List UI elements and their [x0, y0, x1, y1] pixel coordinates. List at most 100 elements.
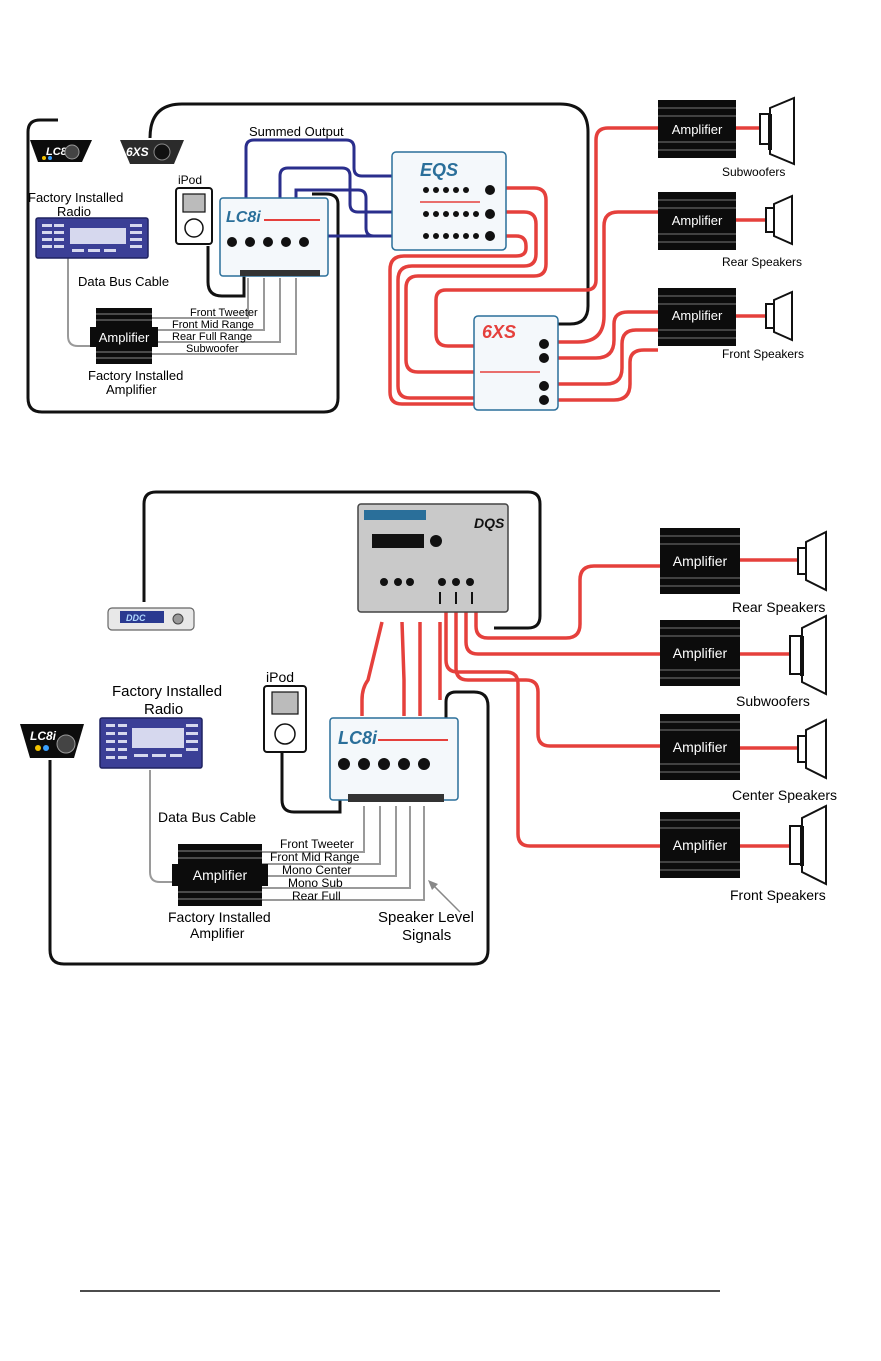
- sub-amp-top: Amplifier: [658, 100, 736, 158]
- lc8-remote-wire-bottom: [48, 690, 490, 966]
- knob-icon[interactable]: [245, 237, 255, 247]
- sub-amp-bottom: Amplifier: [660, 620, 740, 686]
- speaker-level-pointer: [431, 883, 461, 913]
- signal-label: Front Mid Range: [270, 850, 360, 864]
- amp-label: Amplifier: [673, 739, 728, 755]
- lc8-remote-wire: [26, 118, 340, 414]
- knob-icon[interactable]: [406, 578, 414, 586]
- subwoofer-speaker-top: [759, 96, 795, 166]
- 6xs-device: 6XS: [473, 315, 559, 411]
- led-icon: [48, 156, 52, 160]
- radio-label-line1-bottom: Factory Installed: [112, 683, 222, 700]
- factory-amp-label-line1-top: Factory Installed: [88, 368, 183, 383]
- ipod-wire-top: [206, 246, 246, 298]
- radio-label-line1-top: Factory Installed: [28, 190, 123, 205]
- ipod-wire-bottom: [280, 752, 342, 814]
- factory-amp-label-line2-bottom: Amplifier: [190, 925, 245, 941]
- ipod-top: [175, 187, 213, 245]
- lc8i-device-top: LC8i: [219, 197, 329, 277]
- knob-icon[interactable]: [56, 734, 76, 754]
- knob-icon[interactable]: [172, 613, 184, 625]
- front-amp-top: Amplifier: [658, 288, 736, 346]
- radio-label-line2-top: Radio: [57, 204, 91, 219]
- amp-label: Amplifier: [672, 213, 723, 228]
- lc8-remote-bottom[interactable]: LC8i: [20, 724, 84, 758]
- data-bus-label-top: Data Bus Cable: [78, 274, 169, 289]
- 6xs-remote-label: 6XS: [126, 145, 149, 159]
- front-speaker-bottom: [789, 804, 827, 886]
- factory-amp-top: Amplifier: [90, 308, 158, 364]
- knob-icon[interactable]: [430, 535, 442, 547]
- knob-icon[interactable]: [64, 144, 80, 160]
- knob-icon[interactable]: [153, 143, 171, 161]
- 6xs-remote-wire: [148, 102, 590, 326]
- factory-radio-top: [35, 217, 149, 259]
- knob-icon[interactable]: [338, 758, 350, 770]
- rear-speaker-bottom: [797, 530, 827, 592]
- signal-wires-bottom: [149, 770, 425, 901]
- knob-icon[interactable]: [418, 758, 430, 770]
- arrow-icon: [428, 880, 438, 890]
- knob-icon[interactable]: [452, 578, 460, 586]
- knob-icon[interactable]: [539, 339, 549, 349]
- knob-icon[interactable]: [539, 381, 549, 391]
- signal-label: Front Tweeter: [280, 837, 354, 851]
- factory-amp-bottom: Amplifier: [172, 844, 268, 906]
- knob-icon[interactable]: [299, 237, 309, 247]
- knob-icon[interactable]: [227, 237, 237, 247]
- lc8i-device-bottom: LC8i: [329, 717, 459, 802]
- speaker-level-label-line2: Signals: [402, 927, 451, 944]
- ddc-remote-wire: [142, 490, 542, 630]
- ipod-label-bottom: iPod: [266, 669, 294, 685]
- rear-amp-top: Amplifier: [658, 192, 736, 250]
- 6xs-logo: 6XS: [482, 322, 516, 342]
- speaker-label: Subwoofers: [722, 165, 785, 179]
- dqs-logo: DQS: [474, 515, 505, 531]
- dqs-device: DQS: [357, 503, 509, 613]
- lc8-remote-label: LC8i: [46, 146, 71, 158]
- lc8-remote-top[interactable]: LC8i: [30, 140, 92, 162]
- speaker-label: Front Speakers: [730, 887, 826, 903]
- click-wheel-icon: [274, 723, 296, 745]
- lc8i-logo: LC8i: [338, 728, 378, 748]
- signal-label: Mono Center: [282, 863, 351, 877]
- ddc-remote[interactable]: DDC: [107, 607, 195, 631]
- amp-label: Amplifier: [99, 330, 150, 345]
- front-amp-bottom: Amplifier: [660, 812, 740, 878]
- center-speaker-bottom: [797, 718, 827, 780]
- signal-label: Front Mid Range: [172, 319, 254, 331]
- ipod-bottom: [263, 685, 307, 753]
- knob-icon[interactable]: [263, 237, 273, 247]
- knob-icon[interactable]: [380, 578, 388, 586]
- amp-label: Amplifier: [672, 122, 723, 137]
- lc8i-logo: LC8i: [226, 209, 261, 226]
- speaker-level-label-line1: Speaker Level: [378, 909, 474, 926]
- ipod-label-top: iPod: [178, 173, 202, 187]
- knob-icon[interactable]: [378, 758, 390, 770]
- led-icon: [35, 745, 41, 751]
- signal-wires-top: [67, 234, 297, 355]
- knob-icon[interactable]: [539, 395, 549, 405]
- knob-icon[interactable]: [358, 758, 370, 770]
- led-icon: [43, 745, 49, 751]
- factory-amp-label-line1-bottom: Factory Installed: [168, 909, 271, 925]
- 6xs-remote-top[interactable]: 6XS: [120, 140, 184, 164]
- knob-icon[interactable]: [539, 353, 549, 363]
- knob-icon[interactable]: [398, 758, 410, 770]
- knob-icon[interactable]: [466, 578, 474, 586]
- knob-icon[interactable]: [394, 578, 402, 586]
- rear-amp-bottom: Amplifier: [660, 528, 740, 594]
- factory-amp-label-line2-top: Amplifier: [106, 382, 157, 397]
- knob-icon[interactable]: [438, 578, 446, 586]
- knob-icon[interactable]: [281, 237, 291, 247]
- dqs-display: [372, 534, 424, 548]
- amp-label: Amplifier: [673, 553, 728, 569]
- radio-label-line2-bottom: Radio: [144, 701, 183, 718]
- amp-label: Amplifier: [672, 308, 723, 323]
- signal-label: Subwoofer: [186, 343, 239, 355]
- click-wheel-icon: [184, 218, 204, 238]
- rear-speaker-top: [765, 194, 793, 246]
- red-wires-top: [388, 126, 766, 406]
- signal-label: Rear Full: [292, 889, 341, 903]
